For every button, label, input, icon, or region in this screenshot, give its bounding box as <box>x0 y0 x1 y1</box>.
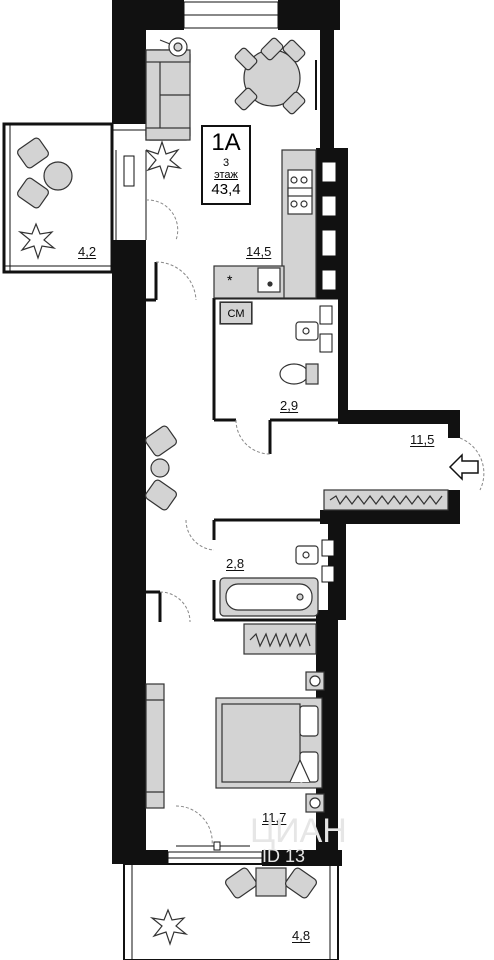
windows <box>167 1 279 865</box>
area-living-kitchen: 14,5 <box>246 244 272 259</box>
apartment-badge: 1А 3 этаж 43,4 <box>201 125 251 205</box>
area-balcony-top: 4,2 <box>78 244 97 259</box>
bedroom-wardrobe <box>243 623 317 655</box>
area-wc: 2,9 <box>280 398 299 413</box>
area-hall: 11,5 <box>410 432 435 447</box>
balcony-plant-icon <box>17 222 57 260</box>
area-bedroom: 11,7 <box>262 810 287 825</box>
toilet-icon <box>279 363 319 385</box>
area-balcony-bottom: 4,8 <box>292 928 311 943</box>
apartment-number: 1А <box>211 129 241 156</box>
dining-table-icon <box>234 37 306 115</box>
dresser-icon <box>145 683 165 809</box>
area-bathroom: 2,8 <box>226 556 245 571</box>
floor-number: 3 <box>222 157 230 169</box>
furniture <box>17 37 449 946</box>
watermark-brand: ЦИАН <box>250 812 347 850</box>
sink-icon <box>295 321 319 341</box>
sofa-icon <box>145 49 191 141</box>
plant-icon <box>145 140 183 180</box>
bath-sink-icon <box>295 545 319 565</box>
fridge-icon: * <box>227 272 233 288</box>
balcony-bottom <box>123 863 339 960</box>
washer-label: СМ <box>220 302 252 324</box>
door-swings <box>145 199 485 847</box>
balcony-top <box>2 122 147 274</box>
kitchen-wall-notches <box>319 161 337 583</box>
balcony-bottom-seating-icon <box>225 867 317 899</box>
hall-seating-icon <box>145 425 177 511</box>
balcony-bottom-plant-icon <box>149 908 189 946</box>
balcony-top-seating-icon <box>17 137 73 209</box>
lamp-icon <box>159 37 188 57</box>
floor-word: этаж <box>214 169 238 181</box>
bathtub-icon <box>219 577 319 617</box>
watermark-id: ID 13 <box>262 846 306 866</box>
walls <box>112 0 460 866</box>
bedroom-doorline <box>176 841 250 851</box>
bed-icon <box>215 697 323 789</box>
total-area: 43,4 <box>211 181 241 198</box>
hall-wardrobe <box>323 489 449 511</box>
entrance-arrow-icon <box>448 453 479 481</box>
nightstand-icon <box>305 671 325 813</box>
kitchen-counter <box>213 149 317 299</box>
